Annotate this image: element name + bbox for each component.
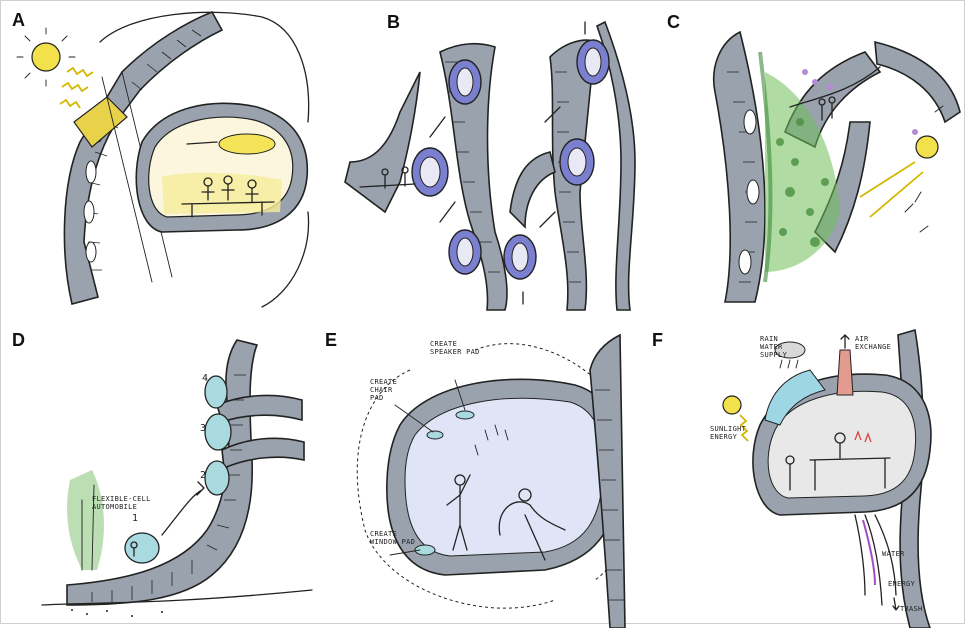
panel-c-sketch [665, 12, 965, 310]
automobile-annotation: FLEXIBLE-CELL AUTOMOBILE [92, 495, 162, 511]
tree-icon [67, 470, 104, 570]
utility-lines [855, 515, 896, 605]
cell-number-2: 2 [200, 472, 206, 480]
sunlight-ray [67, 68, 93, 76]
chair-pad [427, 431, 443, 439]
panel-a: A [12, 12, 312, 310]
cell-number-3: 3 [200, 425, 206, 433]
panel-d: D 4 3 2 1 FLEXIBLE-CELL AUTOMOBILE [12, 330, 312, 628]
water-out-annotation: WATER [882, 550, 905, 558]
energy-out-annotation: ENERGY [888, 580, 915, 588]
trash-annotation: TRASH [900, 605, 923, 613]
tube-wall-branch [345, 72, 420, 212]
speaker-pad-annotation: CREATE SPEAKER PAD [430, 340, 480, 356]
cell [125, 533, 159, 563]
cell [205, 461, 229, 495]
cell-number-4: 4 [202, 375, 208, 383]
ceiling-light [219, 134, 275, 154]
panel-b-sketch [345, 12, 645, 310]
window-pad-annotation: CREATE WINDOW PAD [370, 530, 420, 546]
panel-d-sketch [12, 330, 312, 628]
panel-a-sketch [12, 12, 312, 310]
air-exchange-annotation: AIR EXCHANGE [855, 335, 905, 351]
sunlight-ray [860, 162, 923, 217]
sunlight-ray [60, 100, 80, 108]
panel-c: C [665, 12, 965, 310]
cell [205, 414, 231, 450]
sun-icon [916, 136, 938, 158]
water-supply-annotation: RAIN WATER SUPPLY [760, 335, 800, 359]
cell-number-1: 1 [132, 515, 138, 523]
sunlight-energy-annotation: SUNLIGHT ENERGY [710, 425, 755, 441]
speaker-pad [456, 411, 474, 419]
panel-e: E CREATE SPEAKER PAD CREATE CHAIR PAD CR… [325, 330, 625, 628]
panel-b: B [345, 12, 645, 310]
air-vent [837, 350, 853, 395]
panel-e-sketch [325, 330, 625, 628]
sun-icon [32, 43, 60, 71]
panel-f: F RAIN WATER SUPPLY AIR EXCHANGE SUNLIGH… [650, 330, 950, 628]
chair-pad-annotation: CREATE CHAIR PAD [370, 378, 410, 402]
sunlight-ray [62, 83, 88, 91]
sun-icon [723, 396, 741, 414]
